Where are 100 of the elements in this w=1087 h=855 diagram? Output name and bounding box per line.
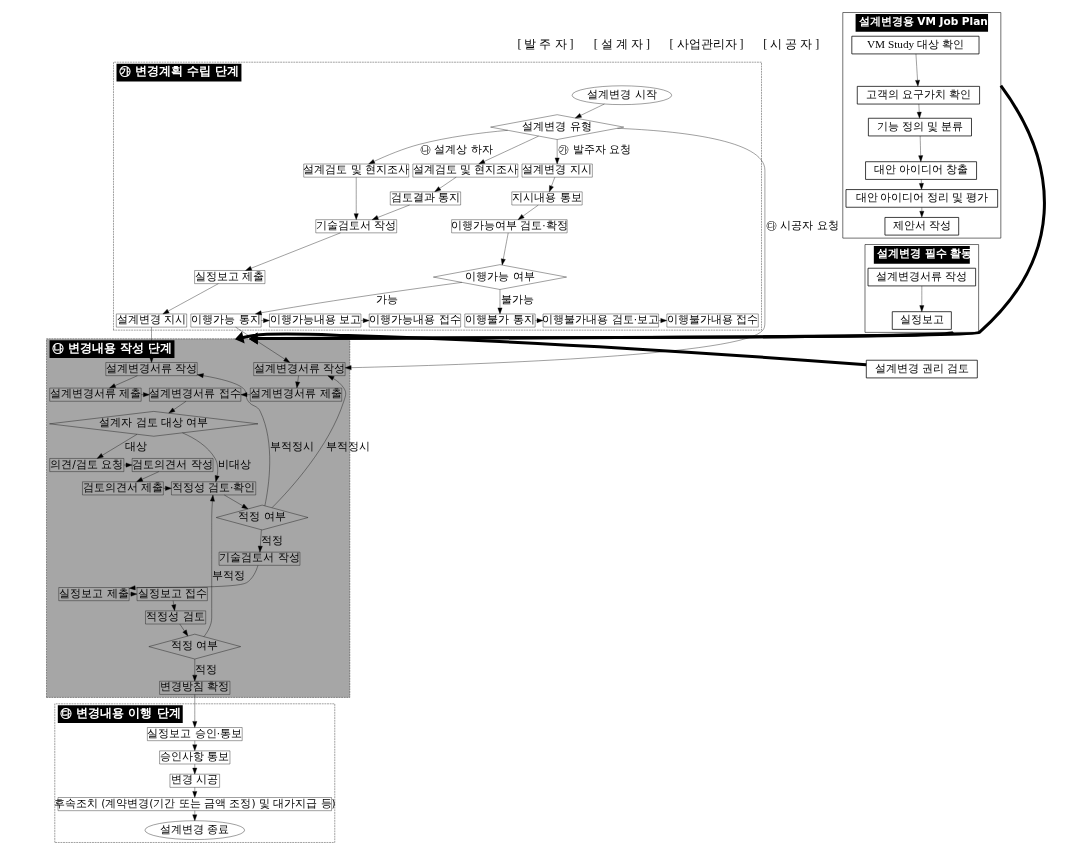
arrow [140, 392, 150, 397]
arrow [248, 330, 954, 345]
arrow [657, 318, 667, 323]
arrow [294, 375, 300, 389]
edge-label: 부적정 [211, 569, 245, 583]
arrow [914, 53, 920, 87]
label: [ 발 주 자 ] [516, 37, 574, 52]
edge-label: 가능 [375, 293, 398, 307]
arrow [234, 331, 866, 367]
node-box: 이행가능내용 접수 [368, 313, 461, 328]
node-diamond: 이행가능 여부 [432, 264, 567, 290]
arrow [257, 529, 263, 553]
node-box: 설계변경서류 접수 [148, 387, 241, 402]
edge-label: 대상 [124, 440, 147, 454]
edge-label: 부적정시 [269, 440, 314, 454]
node-box: 변경방침 확정 [158, 681, 230, 695]
node-box: 적정성 검토·확인 [170, 481, 256, 496]
node-box: 설계변경서류 작성 [253, 362, 345, 376]
arrow [918, 179, 924, 190]
node-box: 변경 시공 [169, 774, 220, 788]
edge-label: 적정 [260, 533, 283, 547]
node-box: 실정보고 제출 [193, 270, 265, 284]
arrow [360, 318, 369, 323]
arrow [244, 232, 341, 271]
node-box: 기술검토서 작성 [218, 551, 300, 566]
node-box: 검토결과 통지 [389, 191, 461, 206]
arrow [517, 204, 538, 220]
arrow [192, 810, 197, 821]
arrow [223, 494, 248, 510]
node-box: 이행가능여부 검토·확정 [450, 219, 567, 234]
arrow [171, 600, 176, 611]
arrow [548, 177, 555, 192]
arrow [192, 740, 197, 751]
edge-label: ㉰ 시공자 요청 [765, 219, 839, 233]
arrow [353, 177, 358, 220]
node-box: VM Study 대상 확인 [850, 35, 979, 55]
edge-label: ㉯ 설계상 하자 [419, 143, 493, 157]
edge-label: 비대상 [217, 457, 251, 471]
node-box: 설계변경 지시 [521, 163, 593, 178]
arrow [917, 135, 923, 162]
label: [ 사업관리자 ] [669, 37, 744, 52]
node-box: 설계변경서류 제출 [49, 387, 141, 402]
arrow [196, 373, 270, 506]
node-box: 설계변경서류 작성 [867, 267, 976, 287]
arrow [192, 694, 197, 728]
arrow [271, 375, 346, 508]
node-box: 이행불가내용 접수 [666, 313, 758, 328]
node-diamond: 설계자 검토 대상 여부 [48, 411, 258, 437]
arrow [500, 232, 508, 266]
edge-label: 부적정시 [325, 440, 370, 454]
arrow [123, 462, 132, 468]
node-box: 지시내용 통보 [511, 191, 582, 206]
label: [ 시 공 자 ] [762, 37, 819, 52]
arrow [192, 658, 197, 682]
arrow [478, 135, 539, 165]
node-box: 적정성 검토 [144, 610, 206, 625]
arrow [96, 434, 137, 459]
arrow [574, 103, 605, 119]
arrow [108, 375, 138, 389]
arrow [371, 204, 410, 220]
node-box: 검토의견서 작성 [131, 458, 213, 472]
node-box: 대안 아이디어 정리 및 평가 [845, 189, 998, 208]
arrow [344, 128, 765, 370]
arrow [128, 591, 137, 597]
node-box: 설계검토 및 현지조사 [303, 163, 409, 178]
arrow [554, 139, 559, 165]
node-box: 기술검토서 작성 [315, 219, 397, 234]
arrow [240, 392, 250, 397]
arrow [168, 401, 186, 414]
arrow [497, 289, 502, 315]
arrow [128, 565, 258, 591]
edge-label: ㉮ 발주자 요청 [557, 143, 631, 157]
arrow [254, 282, 462, 316]
node-box: 대안 아이디어 창출 [864, 161, 977, 180]
arrow [434, 176, 456, 192]
node-box: 설계검토 및 현지조사 [412, 163, 518, 178]
node-box: 승인사항 통보 [158, 750, 230, 765]
node-box: 설계변경 지시 [115, 313, 187, 328]
node-ellipse: 설계변경 종료 [144, 820, 245, 840]
arrow [534, 318, 543, 323]
arrow [192, 763, 197, 775]
label: [ 설 계 자 ] [593, 37, 650, 52]
arrow [260, 318, 270, 323]
edge-label: 불가능 [500, 293, 534, 307]
arrow [919, 285, 924, 312]
node-box: 실정보고 접수 [136, 587, 208, 601]
node-diamond: 적정 여부 [148, 634, 241, 660]
arrow [192, 787, 197, 798]
arrow [162, 283, 219, 315]
arrow [367, 130, 508, 165]
node-box: 기능 정의 및 분류 [867, 117, 972, 137]
node-box: 실정보고 승인·통보 [146, 727, 242, 741]
arrow [135, 471, 159, 482]
node-box: 설계변경 권리 검토 [865, 359, 978, 379]
node-box: 설계변경서류 작성 [105, 362, 197, 376]
node-box: 이행가능 통지 [190, 313, 261, 328]
arrow [148, 326, 154, 363]
arrow [916, 103, 922, 119]
node-box: 설계변경서류 제출 [249, 387, 342, 402]
arrow [181, 432, 219, 482]
